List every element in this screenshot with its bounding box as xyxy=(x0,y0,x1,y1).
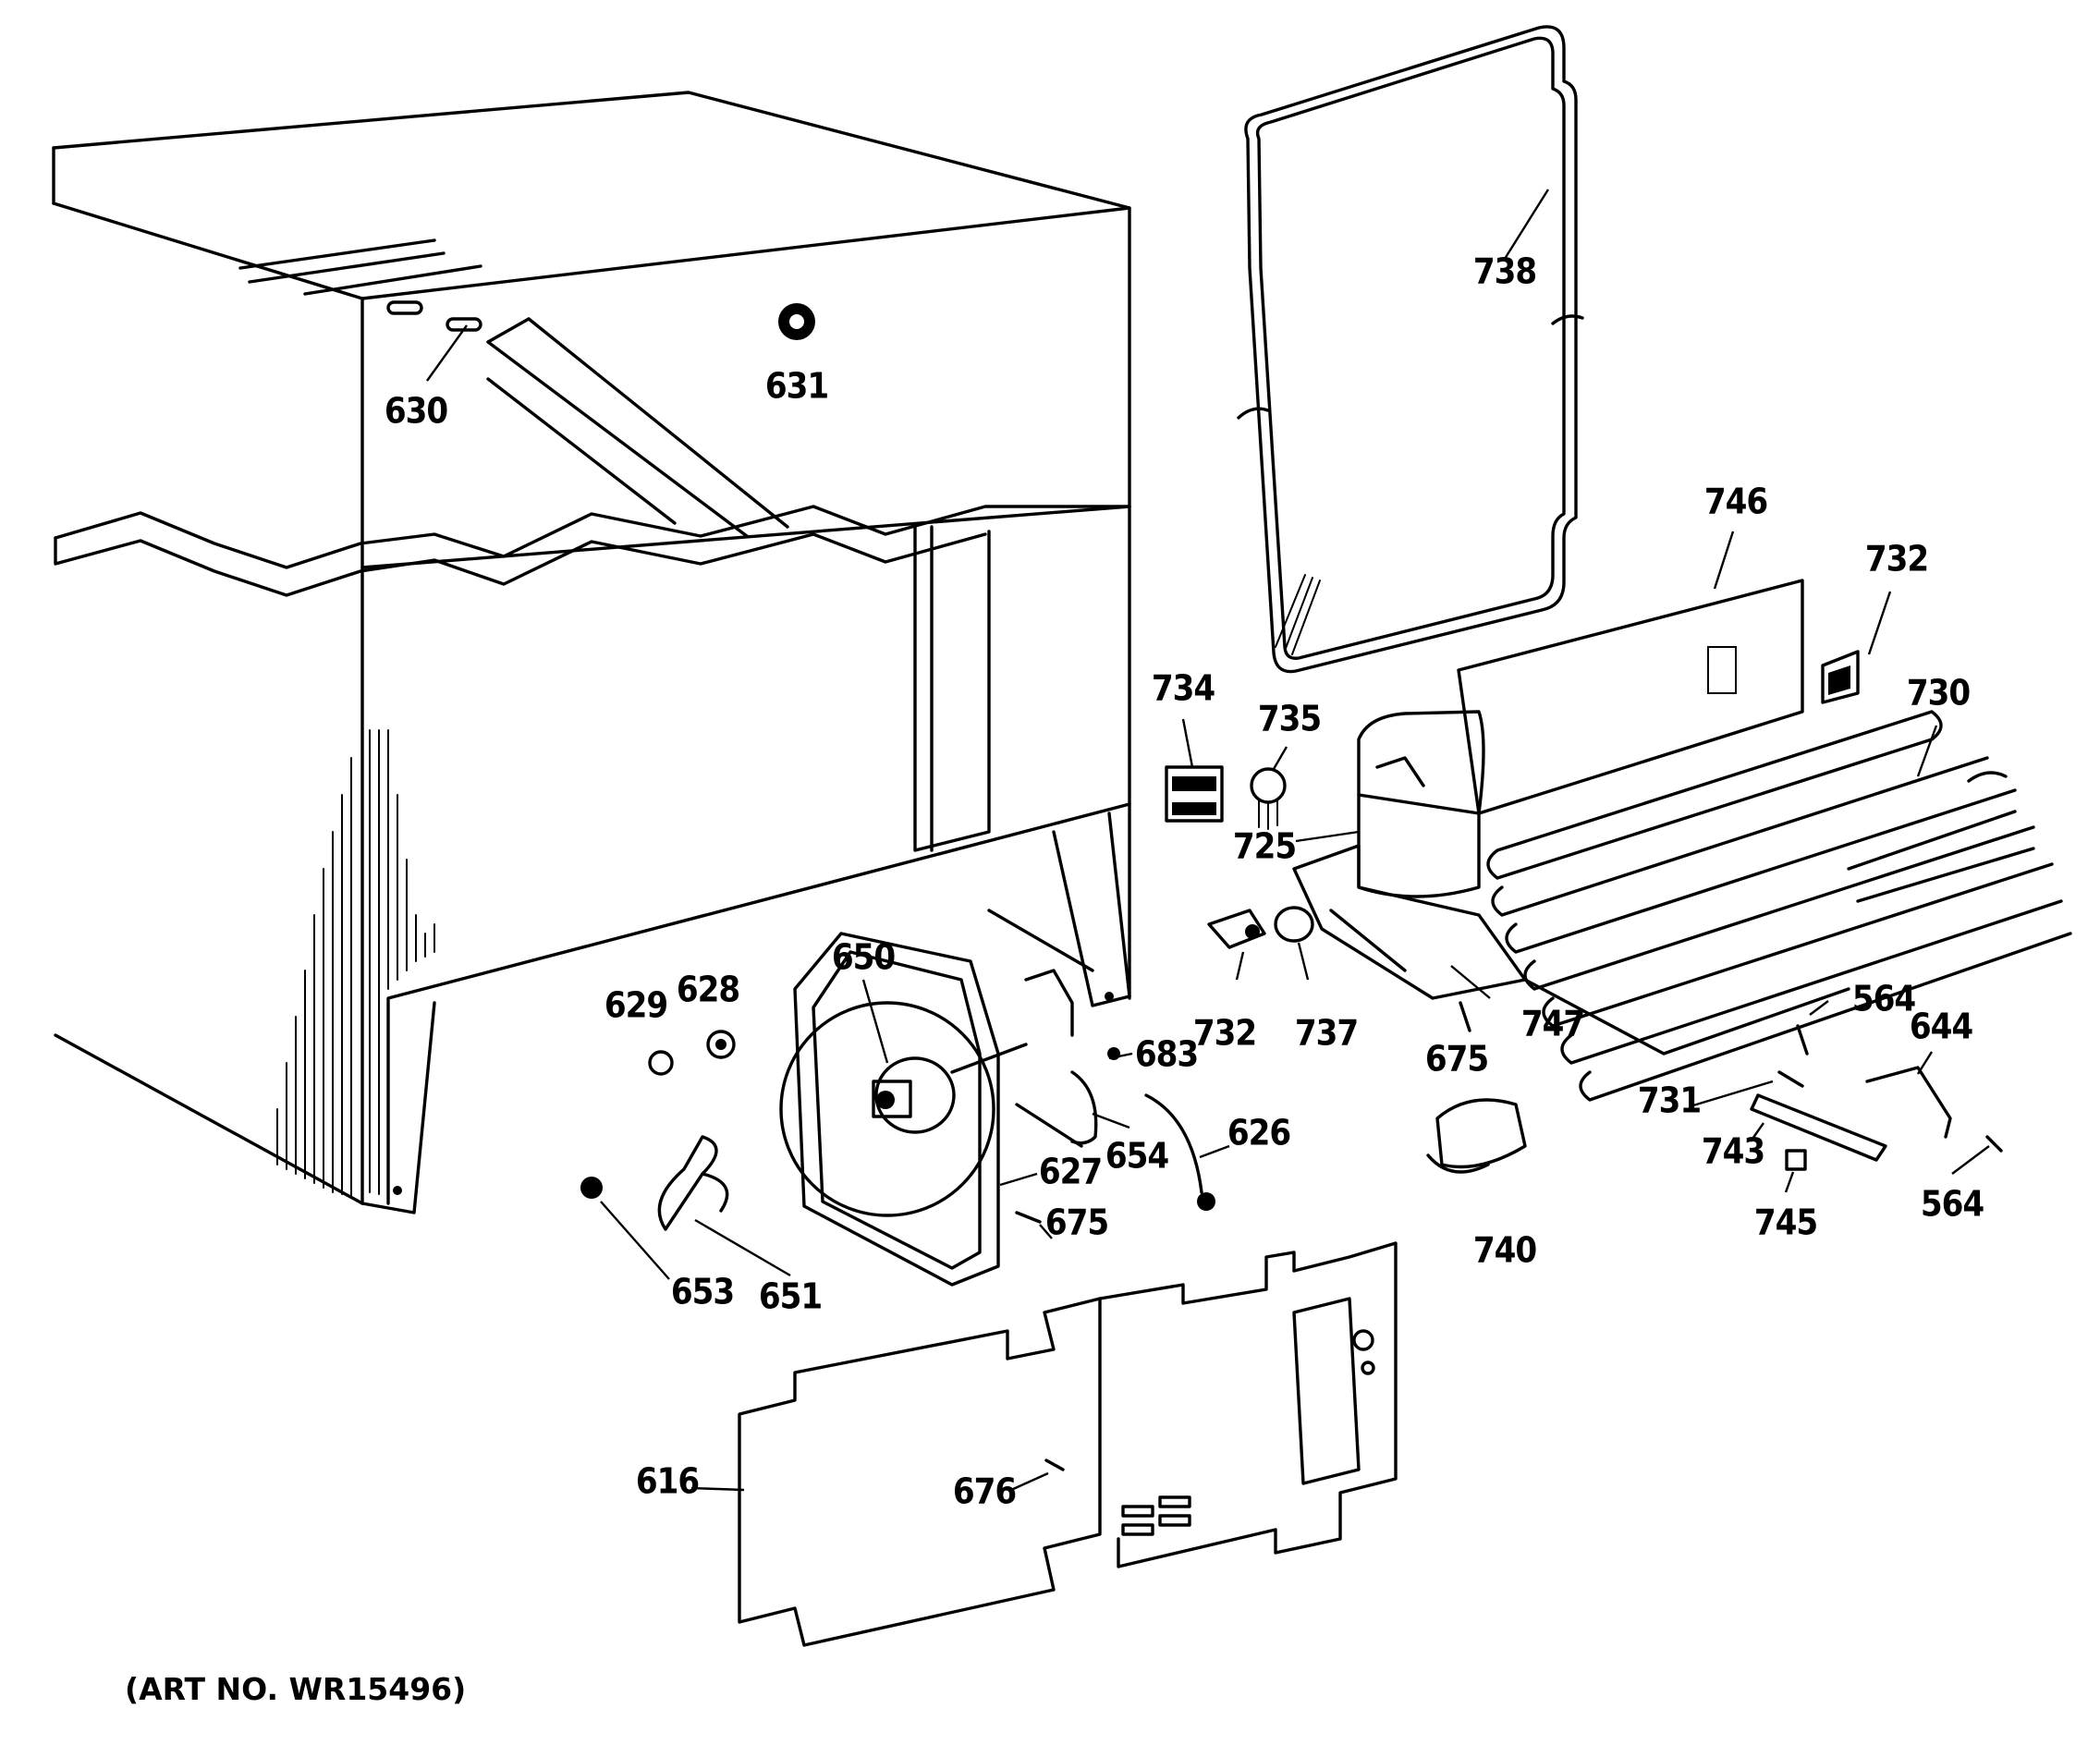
callout-labels: 630 631 738 746 732 730 734 735 725 650 … xyxy=(385,251,1985,1512)
control-parts-drawing xyxy=(1165,765,1314,949)
condenser-assembly-drawing xyxy=(1292,579,2072,1102)
leader-lines xyxy=(426,189,1990,1492)
part-label-734: 734 xyxy=(1152,668,1215,709)
part-label-675-left: 675 xyxy=(1045,1202,1108,1243)
hardware-drawing xyxy=(580,1001,2003,1231)
part-label-654: 654 xyxy=(1105,1136,1169,1177)
part-label-746: 746 xyxy=(1704,482,1767,522)
part-label-735: 735 xyxy=(1258,699,1321,739)
part-label-732-mid: 732 xyxy=(1193,1013,1256,1054)
part-label-651: 651 xyxy=(759,1276,822,1317)
access-panel-drawing xyxy=(738,1241,1398,1647)
part-label-743: 743 xyxy=(1702,1131,1764,1172)
part-label-653: 653 xyxy=(671,1272,734,1312)
part-label-650: 650 xyxy=(832,937,896,978)
part-label-730: 730 xyxy=(1907,673,1971,714)
part-label-732-top: 732 xyxy=(1865,539,1928,580)
part-label-740: 740 xyxy=(1473,1230,1537,1271)
part-label-630: 630 xyxy=(385,391,448,432)
part-label-564-top: 564 xyxy=(1852,979,1916,1019)
cabinet-drawing xyxy=(52,91,1131,1214)
art-number-caption: (ART NO. WR15496) xyxy=(125,1671,467,1707)
part-label-738: 738 xyxy=(1473,251,1536,292)
part-label-725: 725 xyxy=(1233,826,1296,867)
part-label-616: 616 xyxy=(636,1461,699,1502)
part-label-564-bottom: 564 xyxy=(1921,1184,1984,1225)
part-label-644: 644 xyxy=(1910,1007,1973,1047)
door-gasket-drawing xyxy=(1237,25,1584,674)
part-label-745: 745 xyxy=(1754,1202,1817,1243)
part-label-747: 747 xyxy=(1521,1004,1584,1044)
part-label-683: 683 xyxy=(1135,1034,1198,1075)
part-label-626: 626 xyxy=(1227,1113,1290,1153)
part-label-737: 737 xyxy=(1295,1013,1358,1054)
part-label-675-right: 675 xyxy=(1425,1039,1488,1080)
part-label-629: 629 xyxy=(604,985,667,1026)
fan-motor-drawing xyxy=(779,932,1083,1287)
part-label-676: 676 xyxy=(953,1471,1016,1512)
part-label-731: 731 xyxy=(1638,1080,1701,1121)
part-label-631: 631 xyxy=(765,366,828,407)
part-label-627: 627 xyxy=(1039,1152,1102,1192)
part-label-628: 628 xyxy=(677,970,739,1010)
